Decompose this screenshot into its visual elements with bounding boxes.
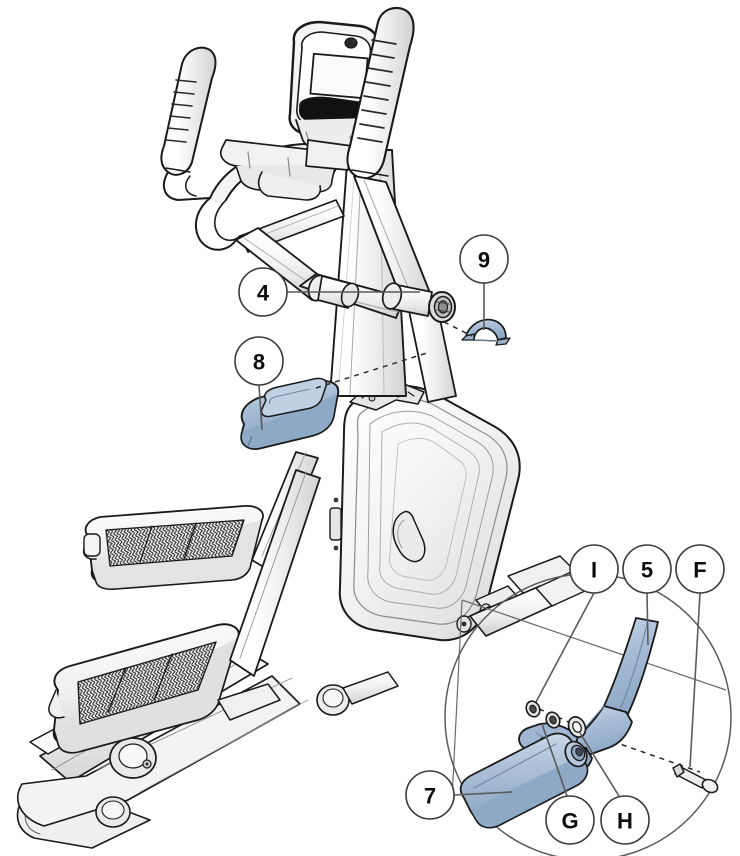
upper-body-arm-pivot-joint	[307, 274, 456, 323]
callout-9-label: 9	[478, 248, 490, 273]
callout-7-label: 7	[424, 784, 436, 809]
left-foot-pedal-platform	[82, 505, 264, 591]
machine-assembly	[16, 6, 597, 849]
part-8-pedal-arm-cover-shroud	[240, 377, 340, 450]
pedal-arm-roller-wheel	[109, 737, 157, 779]
callout-I[interactable]: I	[569, 544, 619, 594]
callout-F-label: F	[693, 558, 706, 583]
leader-5	[646, 592, 649, 646]
callout-F[interactable]: F	[675, 544, 725, 594]
callout-bubbles: 4 9 8 I 5 F 7 G	[234, 234, 725, 845]
callout-4-label: 4	[257, 281, 270, 306]
callout-8-label: 8	[253, 350, 265, 375]
leader-G	[541, 723, 568, 797]
right-moving-handlebar	[346, 6, 457, 403]
callout-9[interactable]: 9	[459, 234, 509, 284]
callout-G-label: G	[561, 809, 578, 834]
part-F-hex-head-bolt	[672, 763, 719, 794]
rear-transport-wheel	[316, 671, 399, 716]
callout-8[interactable]: 8	[234, 336, 284, 386]
callout-G[interactable]: G	[545, 795, 595, 845]
part-7-roller-axle-tube	[459, 732, 589, 829]
leader-H	[579, 732, 620, 797]
callout-4[interactable]: 4	[238, 267, 288, 317]
callout-H[interactable]: H	[600, 795, 650, 845]
callout-leader-lines	[258, 283, 701, 797]
callout-I-label: I	[591, 558, 597, 583]
leader-I	[535, 592, 595, 703]
part-I-small-nut	[525, 700, 541, 718]
callout-7[interactable]: 7	[405, 770, 455, 820]
right-pedal-arm	[229, 469, 321, 677]
transport-wheel	[95, 796, 131, 828]
right-foot-pedal-platform	[48, 623, 281, 754]
leader-7	[453, 791, 513, 796]
console-display-screen	[309, 52, 369, 100]
leader-8	[258, 384, 263, 431]
console-assembly	[288, 20, 380, 171]
part-9-small-bracket-cap	[461, 318, 511, 346]
part-G-bearing-spacer	[545, 711, 561, 729]
part-H-flat-washer	[567, 716, 587, 738]
callout-5-label: 5	[641, 558, 653, 583]
leader-F	[689, 592, 701, 768]
callout-5[interactable]: 5	[622, 544, 672, 594]
flywheel-housing-shroud	[329, 383, 577, 642]
callout-H-label: H	[617, 809, 633, 834]
detail-view	[444, 573, 732, 856]
